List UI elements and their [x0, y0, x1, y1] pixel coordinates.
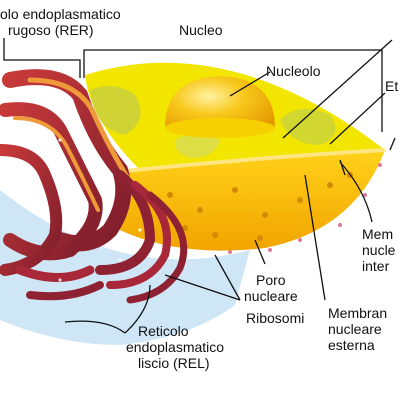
- chromatin-patch: [174, 134, 220, 158]
- rer-ribosomes: [28, 88, 162, 282]
- pore-label-1: Poro: [256, 272, 286, 288]
- rer-label-line2: rugoso (RER): [8, 22, 94, 38]
- nucleolus-base: [165, 118, 275, 138]
- rer-label-line1: olo endoplasmatico: [0, 6, 121, 22]
- rel-label-3: liscio (REL): [138, 355, 210, 371]
- chromatin-patch: [280, 108, 336, 145]
- outer-membrane-label-2: nucleare: [328, 321, 382, 337]
- ribosome-dots: [228, 163, 382, 254]
- leader-lines: [3, 38, 396, 334]
- rel-label-1: Reticolo: [138, 323, 189, 339]
- nucleolus-label: Nucleolo: [266, 63, 321, 79]
- nuclear-envelope: [115, 150, 385, 251]
- nuclear-pores: [167, 172, 353, 241]
- inner-membrane-label-3: inter: [362, 258, 390, 274]
- et-label: Et: [385, 78, 399, 94]
- pore-label-2: nucleare: [244, 288, 298, 304]
- envelope-rim: [114, 148, 386, 174]
- rough-er: [0, 69, 188, 304]
- nucleus-label: Nucleo: [179, 22, 223, 38]
- outer-membrane-label-3: esterna: [328, 337, 375, 353]
- ribosomes-label: Ribosomi: [246, 310, 305, 326]
- inner-membrane-label-2: nucle: [362, 242, 396, 258]
- inner-membrane-label-1: Mem: [362, 226, 394, 242]
- rel-label-2: endoplasmatico: [126, 339, 225, 355]
- chromatin-patch: [90, 86, 141, 135]
- outer-membrane-label-1: Membran: [328, 305, 388, 321]
